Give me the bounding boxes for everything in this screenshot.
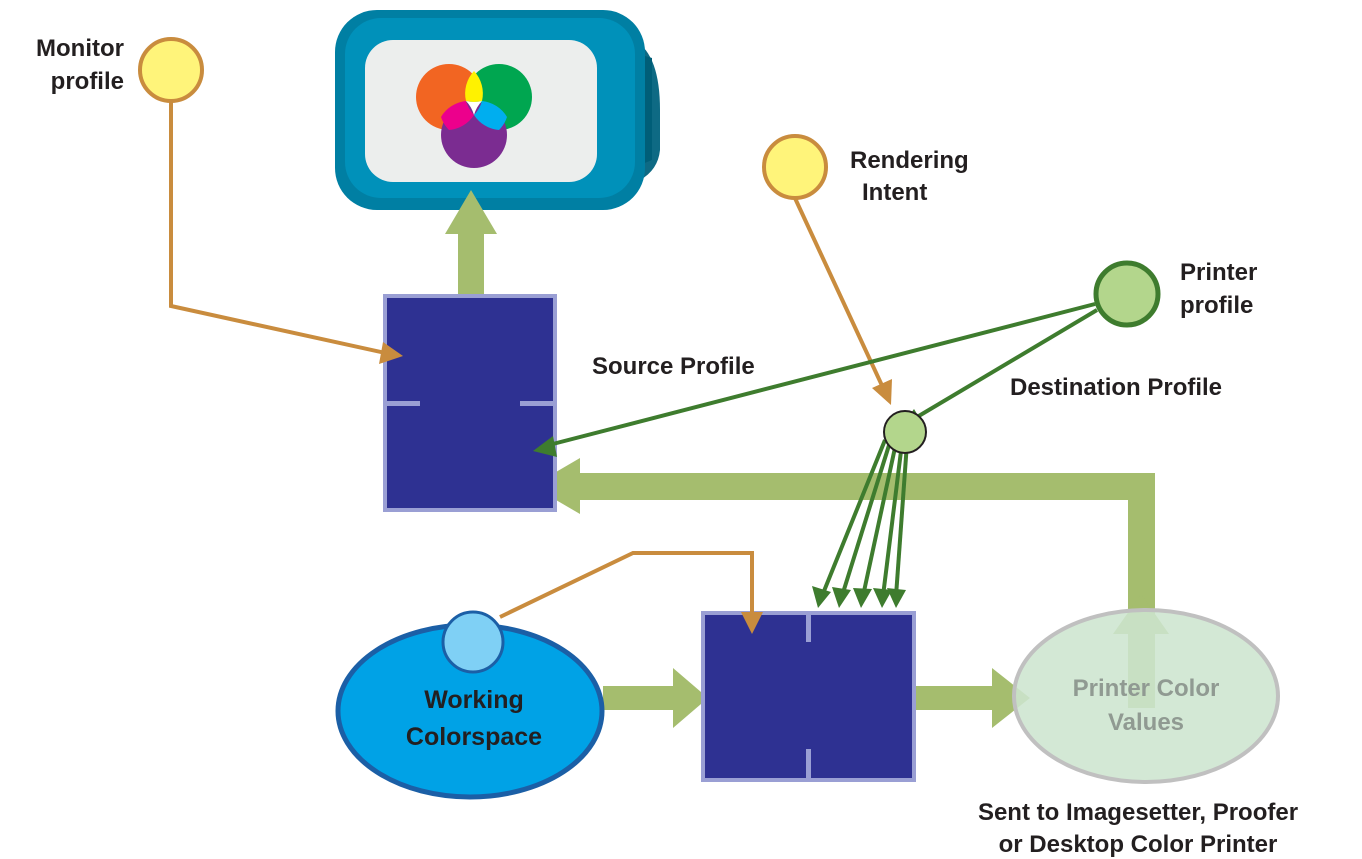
arrow-working-to-transform xyxy=(603,668,708,728)
output-note-label-2: or Desktop Color Printer xyxy=(999,831,1278,858)
rendering-intent-line xyxy=(792,195,887,393)
working-colorspace-node: Working Colorspace xyxy=(335,622,605,800)
working-colorspace-label-2: Colorspace xyxy=(406,723,542,751)
destination-profile-label: Destination Profile xyxy=(1010,374,1222,401)
working-profile-node xyxy=(441,610,505,674)
monitor-profile-label-2: profile xyxy=(51,68,124,95)
monitor-profile-node xyxy=(138,37,204,103)
output-note-label-1: Sent to Imagesetter, Proofer xyxy=(978,799,1298,826)
source-profile-line xyxy=(544,302,1096,448)
printer-profile-label-1: Printer xyxy=(1180,259,1257,286)
profile-lines xyxy=(169,98,887,622)
source-transform-box xyxy=(383,294,557,512)
monitor-profile-line xyxy=(169,98,391,356)
destination-profile-lines xyxy=(544,302,1099,597)
printer-color-values-label-1: Printer Color xyxy=(1073,675,1220,702)
arrow-to-monitor xyxy=(445,190,497,298)
rendering-intent-label-2: Intent xyxy=(862,179,927,206)
monitor-profile-label-1: Monitor xyxy=(36,35,124,62)
profile-arrowheads xyxy=(379,342,892,634)
source-profile-label: Source Profile xyxy=(592,353,755,380)
working-profile-line xyxy=(499,551,754,622)
rendering-intent-label-1: Rendering xyxy=(850,147,969,174)
intent-junction-node xyxy=(883,410,927,454)
rgb-color-wheel-icon xyxy=(416,64,532,168)
printer-color-values-label-2: Values xyxy=(1108,709,1184,736)
printer-color-values-node: Printer Color Values xyxy=(1012,608,1280,784)
monitor-icon xyxy=(335,10,660,210)
destination-profile-line xyxy=(910,308,1099,422)
printer-profile-node xyxy=(1093,260,1161,328)
working-colorspace-label-1: Working xyxy=(424,686,524,714)
printer-profile-label-2: profile xyxy=(1180,292,1253,319)
arrow-transform-to-printer-values xyxy=(914,668,1030,728)
destination-transform-box xyxy=(701,611,916,782)
rendering-intent-node xyxy=(762,134,828,200)
